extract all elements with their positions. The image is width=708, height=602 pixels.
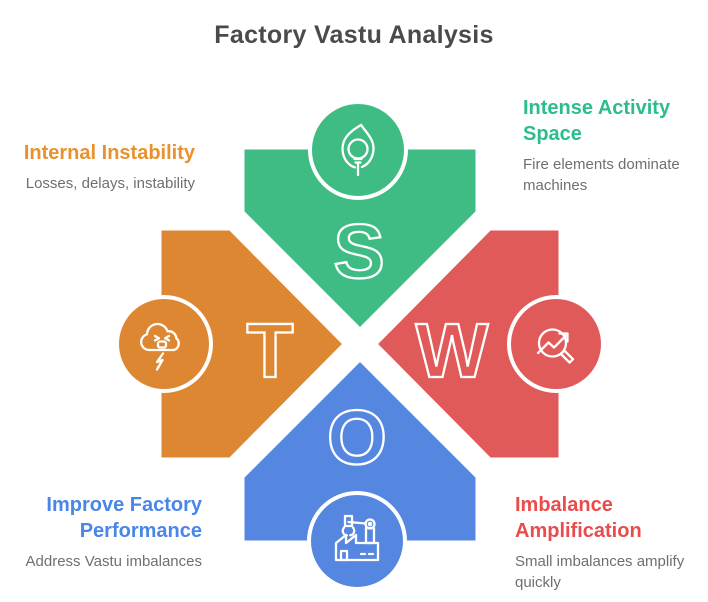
callout-imbalance-amplification: Imbalance Amplification Small imbalances… <box>515 492 697 593</box>
callout-description: Fire elements dominate machines <box>523 156 680 194</box>
callout-intense-activity-space: Intense Activity Space Fire elements dom… <box>523 95 695 196</box>
callout-description: Losses, delays, instability <box>25 175 195 192</box>
page-title: Factory Vastu Analysis <box>214 21 494 49</box>
callout-description: Address Vastu imbalances <box>25 553 202 570</box>
weaknesses-pentagon <box>374 227 562 461</box>
threats-pentagon <box>158 227 346 461</box>
callout-internal-instability: Internal Instability Losses, delays, ins… <box>0 140 195 195</box>
threats-letter: T <box>246 308 293 394</box>
strengths-icon-circle <box>308 100 408 200</box>
callout-improve-factory-performance: Improve Factory Performance Address Vast… <box>0 492 202 573</box>
threats-icon-circle <box>115 295 213 393</box>
callout-heading: Intense Activity Space <box>523 97 671 145</box>
opportunities-letter: O <box>327 395 387 481</box>
callout-description: Small imbalances amplify quickly <box>515 553 685 591</box>
strengths-pentagon <box>241 146 479 331</box>
magnifier-trend-icon <box>536 328 575 364</box>
callout-heading: Internal Instability <box>23 142 195 164</box>
strengths-letter: S <box>333 209 384 295</box>
weaknesses-letter: W <box>416 308 489 394</box>
factory-robot-arm-icon <box>334 514 380 562</box>
flame-lightbulb-icon <box>341 123 375 177</box>
callout-heading: Imbalance Amplification <box>515 494 642 542</box>
storm-cloud-lightning-icon <box>140 322 180 371</box>
callout-heading: Improve Factory Performance <box>46 494 202 542</box>
